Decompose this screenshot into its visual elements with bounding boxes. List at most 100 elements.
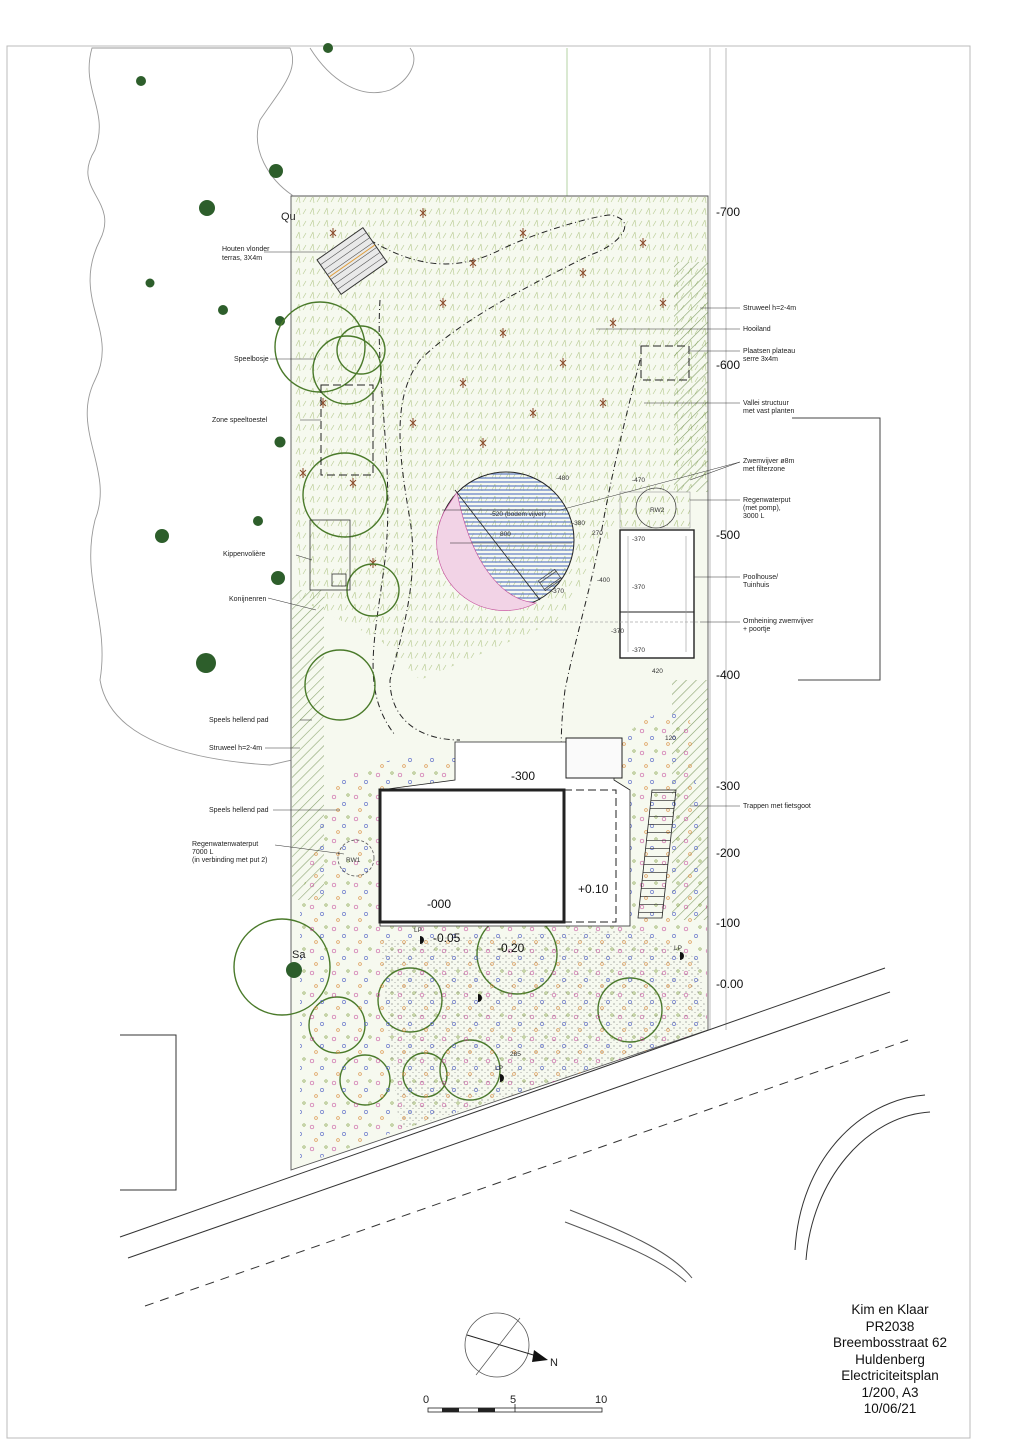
- title-date: 10/06/21: [863, 1401, 917, 1416]
- scale-tick-0: 0: [423, 1394, 429, 1406]
- meadow-flowers: [299, 208, 667, 568]
- swimming-pond: [436, 471, 575, 611]
- page-frame: [6, 45, 971, 1439]
- level-plus: +0.10: [578, 882, 609, 896]
- label-regenwaterput-volume: 3000 L: [743, 513, 765, 520]
- label-struweel-right: Struweel h=2-4m: [743, 305, 796, 312]
- poolhouse-level-b: -370: [632, 536, 645, 543]
- poolhouse-level-a: -470: [632, 477, 645, 484]
- poolhouse-level-e: -370: [632, 647, 645, 654]
- label-houten-vlonder-2: terras, 3X4m: [222, 255, 262, 262]
- label-regenwaterput: Regenwaterput: [743, 497, 791, 504]
- dimension-120: 120: [665, 735, 676, 742]
- level-floor: -000: [427, 897, 451, 911]
- label-regenwaterput-2: 7000 L: [192, 849, 214, 856]
- label-vallei: Vallei structuur: [743, 400, 789, 407]
- meadow-path: [369, 214, 626, 741]
- label-speels-hellend-pad-1: Speels hellend pad: [209, 717, 269, 724]
- level-step1: -0.05: [433, 931, 461, 945]
- north-arrow[interactable]: [464, 1312, 548, 1378]
- level-mark-300: -300: [716, 779, 740, 793]
- meadow-area: [292, 197, 707, 680]
- label-konijnenren: Konijnenren: [229, 596, 266, 603]
- house: [378, 788, 566, 924]
- poolhouse-level-d: -370: [611, 628, 624, 635]
- dimension-285: 285: [510, 1051, 521, 1058]
- lamp-post-1: LP: [414, 927, 422, 934]
- street: [119, 417, 931, 1307]
- neighbour-canopy-2: [309, 47, 415, 94]
- scale-bar: [427, 1404, 603, 1413]
- plateau-serre: [640, 345, 690, 381]
- label-speels-hellend-pad-2: Speels hellend pad: [209, 807, 269, 814]
- level-mark-700: -700: [716, 205, 740, 219]
- chicken-coop: [309, 519, 351, 591]
- label-poolhouse-2: Tuinhuis: [743, 582, 770, 589]
- poolhouse: [619, 487, 695, 659]
- scale-tick-10: 10: [595, 1394, 607, 1406]
- tree-code-qu: Qu: [281, 211, 296, 223]
- title-scale: 1/200, A3: [861, 1384, 919, 1400]
- label-poolhouse: Poolhouse/: [743, 574, 778, 581]
- label-zone-speeltoestel: Zone speeltoestel: [212, 417, 268, 424]
- label-kippenvoliere: Kippenvolière: [223, 551, 266, 558]
- level-mark-000: -0.00: [716, 977, 744, 991]
- poolhouse-level-c: -370: [632, 584, 645, 591]
- scale-tick-5: 5: [510, 1394, 516, 1406]
- leader-lines-left: [264, 251, 345, 855]
- pond-level-400: -400: [597, 577, 610, 584]
- level-mark-100: -100: [716, 916, 740, 930]
- rainwater-code-rw2: RW2: [650, 507, 665, 514]
- pond-level-370: -370: [551, 588, 564, 595]
- zone-speeltoestel: [320, 384, 374, 476]
- pond-level-270: 270: [592, 530, 603, 537]
- level-house-top: -300: [511, 769, 535, 783]
- rainwater-code-rw1: RW1: [346, 857, 361, 864]
- level-mark-200: -200: [716, 846, 740, 860]
- label-omheining-2: + poortje: [743, 626, 771, 633]
- label-hooiland: Hooiland: [743, 326, 771, 333]
- poolhouse-level-f: 420: [652, 668, 663, 675]
- valley-path: [560, 359, 641, 791]
- title-project-code: PR2038: [865, 1318, 915, 1334]
- label-zwemvijver: Zwemvijver ø8m: [743, 458, 795, 465]
- north-label: N: [550, 1357, 558, 1369]
- label-speelbosje: Speelbosje: [234, 356, 269, 363]
- title-block: Kim en Klaar PR2038 Breembosstraat 62 Hu…: [800, 1302, 980, 1418]
- trees-neighbour: [136, 43, 333, 978]
- lamp-post-2: LP: [674, 945, 682, 952]
- stairs-with-bike-gutter: [637, 789, 677, 919]
- house-extension: [563, 789, 617, 923]
- pond-level-380: -380: [572, 520, 585, 527]
- label-regenwaterput-3: (in verbinding met put 2): [192, 857, 267, 864]
- level-mark-600: -600: [716, 358, 740, 372]
- level-mark-500: -500: [716, 528, 740, 542]
- label-zwemvijver-2: met filterzone: [743, 466, 785, 473]
- level-step2: -0.20: [497, 941, 525, 955]
- lamp-icons: [420, 936, 684, 1082]
- label-trappen: Trappen met fietsgoot: [743, 803, 811, 810]
- label-regenwaterput-pomp: (met pomp),: [743, 505, 781, 512]
- level-mark-400: -400: [716, 668, 740, 682]
- neighbour-canopy: [86, 47, 294, 766]
- label-plateau-2: serre 3x4m: [743, 356, 778, 363]
- label-regenwaterput-1: Regenwatenwaterput: [192, 841, 258, 848]
- gravel-area: [380, 930, 707, 1130]
- struweel-right-top: [674, 262, 708, 492]
- rainwater-well-1: [337, 839, 375, 877]
- shed-small: [565, 737, 623, 779]
- label-houten-vlonder: Houten vlonder: [222, 246, 270, 253]
- title-street: Breembosstraat 62: [832, 1335, 948, 1350]
- label-vallei-2: met vast planten: [743, 408, 794, 415]
- label-struweel-left: Struweel h=2-4m: [209, 745, 262, 752]
- title-client: Kim en Klaar: [851, 1302, 929, 1317]
- wooden-deck: [316, 227, 388, 295]
- pond-level-480: -480: [556, 475, 569, 482]
- label-plateau: Plaatsen plateau: [743, 348, 795, 355]
- leader-lines-right: [559, 307, 741, 807]
- lamp-post-3: LP: [495, 1065, 503, 1072]
- title-plan-type: Electriciteitsplan: [841, 1368, 939, 1383]
- pond-diameter: 800: [500, 531, 511, 538]
- title-city: Huldenberg: [855, 1351, 925, 1367]
